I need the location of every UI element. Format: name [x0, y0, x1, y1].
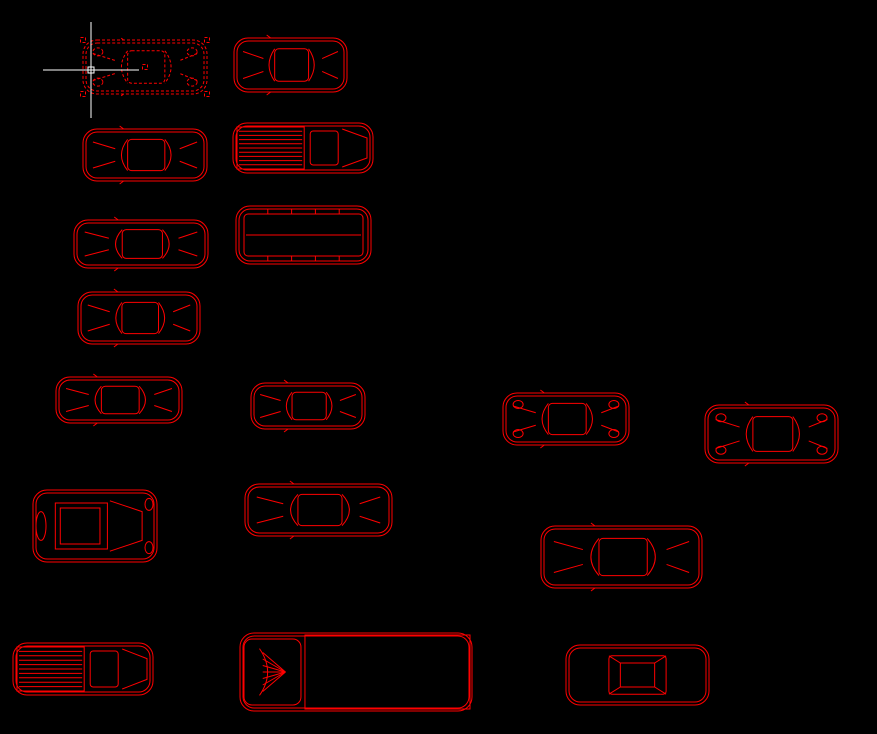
car-block-pickup-small[interactable] [13, 643, 153, 695]
grip-handle[interactable] [81, 92, 86, 97]
grip-handle[interactable] [205, 38, 210, 43]
car-block-jeep[interactable] [33, 490, 157, 562]
grip-handle[interactable] [81, 38, 86, 43]
car-block-classic-sedan[interactable] [566, 645, 709, 705]
car-block-sports-coupe[interactable] [81, 37, 210, 97]
car-block-sedan-topview[interactable] [234, 35, 347, 95]
grip-handle[interactable] [205, 92, 210, 97]
car-block-hatchback[interactable] [56, 374, 182, 426]
car-block-box-truck[interactable] [240, 633, 472, 711]
crosshair-cursor-icon [43, 22, 139, 118]
car-block-pickup-truck[interactable] [233, 123, 373, 173]
car-block-muscle-car[interactable] [541, 523, 702, 591]
car-block-station-wagon[interactable] [236, 206, 371, 264]
car-block-compact-car[interactable] [78, 289, 200, 347]
car-block-beetle[interactable] [503, 390, 629, 448]
grip-handle[interactable] [143, 65, 148, 70]
car-block-roadster[interactable] [705, 402, 838, 466]
car-block-long-sedan[interactable] [245, 481, 392, 539]
car-block-luxury-sedan[interactable] [83, 126, 207, 184]
car-block-small-sedan[interactable] [251, 380, 365, 432]
car-block-family-sedan[interactable] [74, 217, 208, 271]
